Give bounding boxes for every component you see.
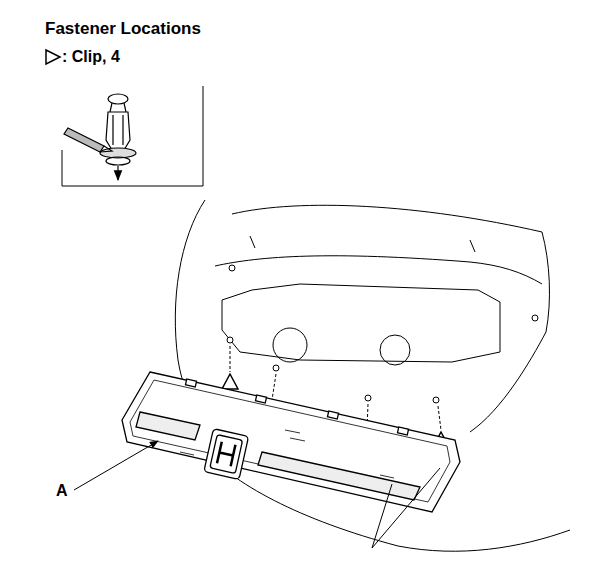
drawing-part — [210, 435, 243, 474]
drawing-part — [438, 406, 441, 430]
drawing-part — [108, 94, 128, 104]
drawing-part — [327, 411, 338, 419]
drawing-part — [273, 328, 307, 362]
drawing-part — [110, 103, 126, 112]
drawing-part — [372, 484, 392, 548]
drawing-part — [532, 315, 538, 321]
drawing-part — [542, 232, 549, 332]
drawing-part — [227, 337, 233, 343]
drawing-part — [185, 379, 196, 387]
drawing-part — [136, 412, 200, 440]
drawing-part — [365, 395, 371, 401]
diagram-title: Fastener Locations — [45, 20, 201, 39]
drawing-part — [272, 374, 276, 400]
clip-symbol — [46, 50, 60, 64]
part-callout: A — [56, 482, 68, 500]
drawing-part — [62, 86, 203, 186]
inset-frame — [62, 86, 203, 186]
drawing-part — [222, 374, 238, 389]
leader-lines — [74, 441, 440, 548]
drawing-part — [229, 265, 235, 271]
drawing-part — [215, 256, 542, 284]
drawing-part — [433, 397, 439, 403]
drawing-part — [100, 146, 112, 152]
grille — [122, 372, 460, 512]
fastener-legend: : Clip, 4 — [62, 48, 120, 66]
clip-icon — [64, 94, 136, 180]
drawing-part — [106, 112, 130, 150]
drawing-part — [230, 346, 231, 372]
drawing-part — [258, 452, 420, 500]
drawing-part — [204, 429, 249, 480]
drawing-part — [130, 380, 450, 502]
drawing-part — [372, 468, 440, 548]
drawing-part — [113, 115, 123, 145]
drawing-part — [204, 429, 249, 480]
drawing-part — [64, 128, 104, 152]
drawing-part — [180, 430, 394, 478]
drawing-part — [273, 365, 279, 371]
drawing-part — [380, 335, 410, 365]
drawing-part — [397, 427, 408, 435]
fastener-holes — [227, 337, 439, 403]
drawing-part — [117, 166, 118, 180]
drawing-part — [122, 372, 460, 512]
drawing-part — [250, 236, 475, 252]
drawing-part — [106, 157, 130, 165]
drawing-part — [46, 50, 60, 64]
drawing-part — [74, 441, 158, 490]
drawing-part — [255, 395, 266, 403]
drawing-part — [222, 284, 500, 362]
drawing-part — [470, 332, 546, 432]
drawing-part — [217, 442, 235, 467]
drawing-part — [232, 205, 542, 232]
